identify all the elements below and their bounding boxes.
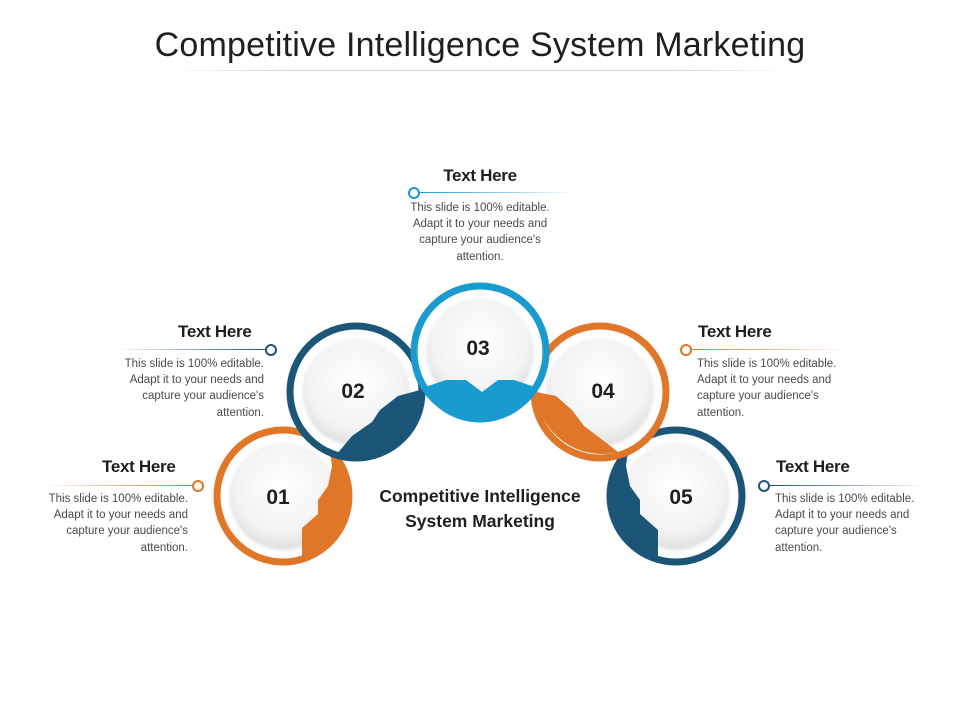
callout-05: Text Here This slide is 100% editable. A…: [758, 457, 930, 556]
callout-body-04: This slide is 100% editable. Adapt it to…: [697, 358, 837, 419]
callout-rule-04: [692, 349, 842, 350]
step-circle-02: 02: [286, 322, 426, 462]
callout-body-03: This slide is 100% editable. Adapt it to…: [410, 202, 550, 263]
callout-heading-05: Text Here: [776, 457, 850, 476]
wedge-02: [336, 390, 421, 458]
step-number-01: 01: [266, 486, 290, 509]
callout-dot-01: [192, 480, 204, 492]
callout-body-01: This slide is 100% editable. Adapt it to…: [48, 493, 188, 554]
disc-03: [428, 300, 532, 404]
callout-body-02: This slide is 100% editable. Adapt it to…: [124, 358, 264, 419]
callout-dot-03: [408, 187, 420, 199]
callout-heading-03: Text Here: [443, 166, 517, 185]
callout-rule-01: [48, 485, 192, 486]
callout-dot-05: [758, 480, 770, 492]
step-number-04: 04: [591, 380, 615, 403]
center-label: Competitive Intelligence System Marketin…: [379, 486, 581, 531]
title-underline: [170, 70, 790, 71]
callout-dot-04: [680, 344, 692, 356]
callout-rule-05: [770, 485, 920, 486]
step-number-02: 02: [341, 380, 364, 403]
disc-05: [624, 444, 728, 548]
step-circle-03: 03: [410, 282, 550, 423]
wedge-01: [302, 450, 351, 562]
callout-heading-02: Text Here: [178, 322, 252, 341]
step-circle-04: 04: [530, 322, 670, 462]
callout-04: Text Here This slide is 100% editable. A…: [680, 322, 852, 421]
step-number-03: 03: [466, 337, 489, 360]
step-number-05: 05: [669, 486, 693, 509]
callout-02: Text Here This slide is 100% editable. A…: [110, 322, 277, 421]
callout-03: Text Here This slide is 100% editable. A…: [380, 166, 580, 265]
wedge-05: [609, 450, 658, 560]
wedge-03: [422, 380, 538, 423]
wedge-04: [536, 392, 618, 454]
callout-rule-02: [124, 349, 266, 350]
callout-dot-02: [265, 344, 277, 356]
step-circle-01: 01: [213, 426, 353, 566]
callout-rule-03: [420, 192, 570, 193]
slide-title: Competitive Intelligence System Marketin…: [154, 26, 806, 64]
callout-body-05: This slide is 100% editable. Adapt it to…: [775, 493, 915, 554]
callout-01: Text Here This slide is 100% editable. A…: [36, 457, 204, 556]
callout-heading-04: Text Here: [698, 322, 772, 341]
callout-heading-01: Text Here: [102, 457, 176, 476]
step-circle-05: 05: [606, 426, 746, 566]
